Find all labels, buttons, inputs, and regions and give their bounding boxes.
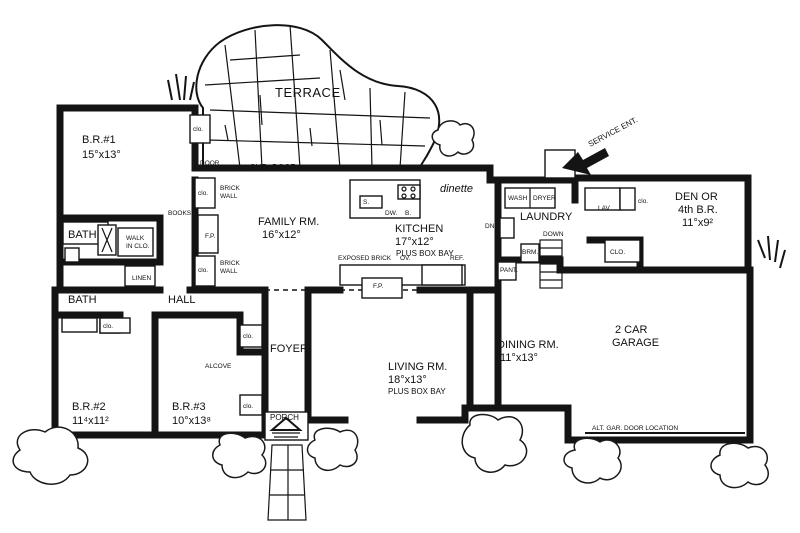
note-clo-4: clo. (103, 323, 113, 330)
label-terrace: TERRACE (275, 85, 341, 100)
note-pant: PANT. (500, 267, 518, 274)
label-porch: PORCH (270, 413, 299, 422)
label-linen: LINEN (132, 275, 151, 282)
note-clo-3: clo. (198, 267, 208, 274)
note-brm: BRM. (522, 249, 538, 256)
label-br3: B.R.#3 (172, 401, 206, 413)
label-living: LIVING RM. (388, 361, 447, 373)
note-dn: DN (485, 223, 495, 230)
note-clo-2: clo. (198, 190, 208, 197)
service-entrance-arrow (562, 148, 609, 175)
note-clo-1: clo. (193, 126, 203, 133)
label-living-size: 18°x13° (388, 374, 427, 386)
label-br1-size: 15°x13° (82, 149, 121, 161)
note-clo-6: clo. (243, 403, 253, 410)
label-br2: B.R.#2 (72, 401, 106, 413)
note-brick-wall-bottom: BRICK (220, 260, 241, 267)
note-exposed-brick: EXPOSED BRICK (338, 255, 392, 262)
note-brick-wall-top-2: WALL (220, 193, 238, 200)
note-alt-garage-door: ALT. GAR. DOOR LOCATION (592, 425, 678, 432)
label-living-note: PLUS BOX BAY (388, 387, 446, 396)
landscaping (12, 73, 786, 489)
note-lav: LAV (598, 205, 610, 212)
note-books: BOOKS (168, 210, 192, 217)
note-clo-8: CLO. (610, 249, 625, 256)
label-hall: HALL (168, 294, 196, 306)
room-labels: TERRACE B.R.#1 15°x13° FAMILY RM. 16°x12… (68, 85, 718, 427)
note-b: B. (405, 210, 411, 217)
terrace (195, 24, 441, 169)
label-alcove: ALCOVE (205, 363, 232, 370)
note-wash: WASH (508, 195, 528, 202)
note-down: DOWN (543, 231, 564, 238)
note-slid-door: SLID. DOOR (250, 163, 296, 172)
label-den-size: 11°x9² (682, 217, 713, 229)
note-service-ent: SERVICE ENT. (587, 115, 639, 149)
label-br2-size: 11⁴x11² (72, 415, 109, 427)
note-s: S. (363, 199, 369, 206)
label-kitchen-note: PLUS BOX BAY (396, 249, 454, 258)
label-dining: DINING RM. (497, 339, 559, 351)
label-den-2: 4th B.R. (678, 204, 718, 216)
label-family-size: 16°x12° (262, 229, 301, 241)
label-br1: B.R.#1 (82, 134, 116, 146)
label-dinette: dinette (440, 183, 473, 195)
note-door: DOOR (200, 160, 220, 167)
label-dining-size: 11°x13° (500, 352, 538, 364)
note-brick-wall-top: BRICK (220, 185, 241, 192)
note-ref: REF. (450, 255, 464, 262)
note-fp-family: F.P. (205, 233, 216, 240)
label-walk-in: WALK (126, 235, 145, 242)
label-laundry: LAUNDRY (520, 211, 573, 223)
label-kitchen-size: 17°x12° (395, 236, 434, 248)
label-br3-size: 10°x13⁸ (172, 415, 211, 427)
label-bath-lower: BATH (68, 294, 97, 306)
label-garage-1: 2 CAR (615, 324, 647, 336)
label-foyer: FOYER (270, 343, 308, 355)
label-den: DEN OR (675, 191, 718, 203)
note-brick-wall-bottom-2: WALL (220, 268, 238, 275)
label-walk-in-2: IN CLO. (126, 243, 150, 250)
label-family: FAMILY RM. (258, 216, 319, 228)
label-garage-2: GARAGE (612, 337, 659, 349)
note-dryer: DRYER (533, 195, 556, 202)
note-dw: DW. (385, 210, 397, 217)
note-clo-7: clo. (638, 198, 648, 205)
note-clo-5: clo. (243, 333, 253, 340)
fixtures (61, 114, 753, 521)
note-fp-living: F.P. (373, 283, 384, 290)
label-bath-upper: BATH (68, 229, 97, 241)
label-kitchen: KITCHEN (395, 223, 443, 235)
note-ov: OV. (400, 255, 411, 262)
